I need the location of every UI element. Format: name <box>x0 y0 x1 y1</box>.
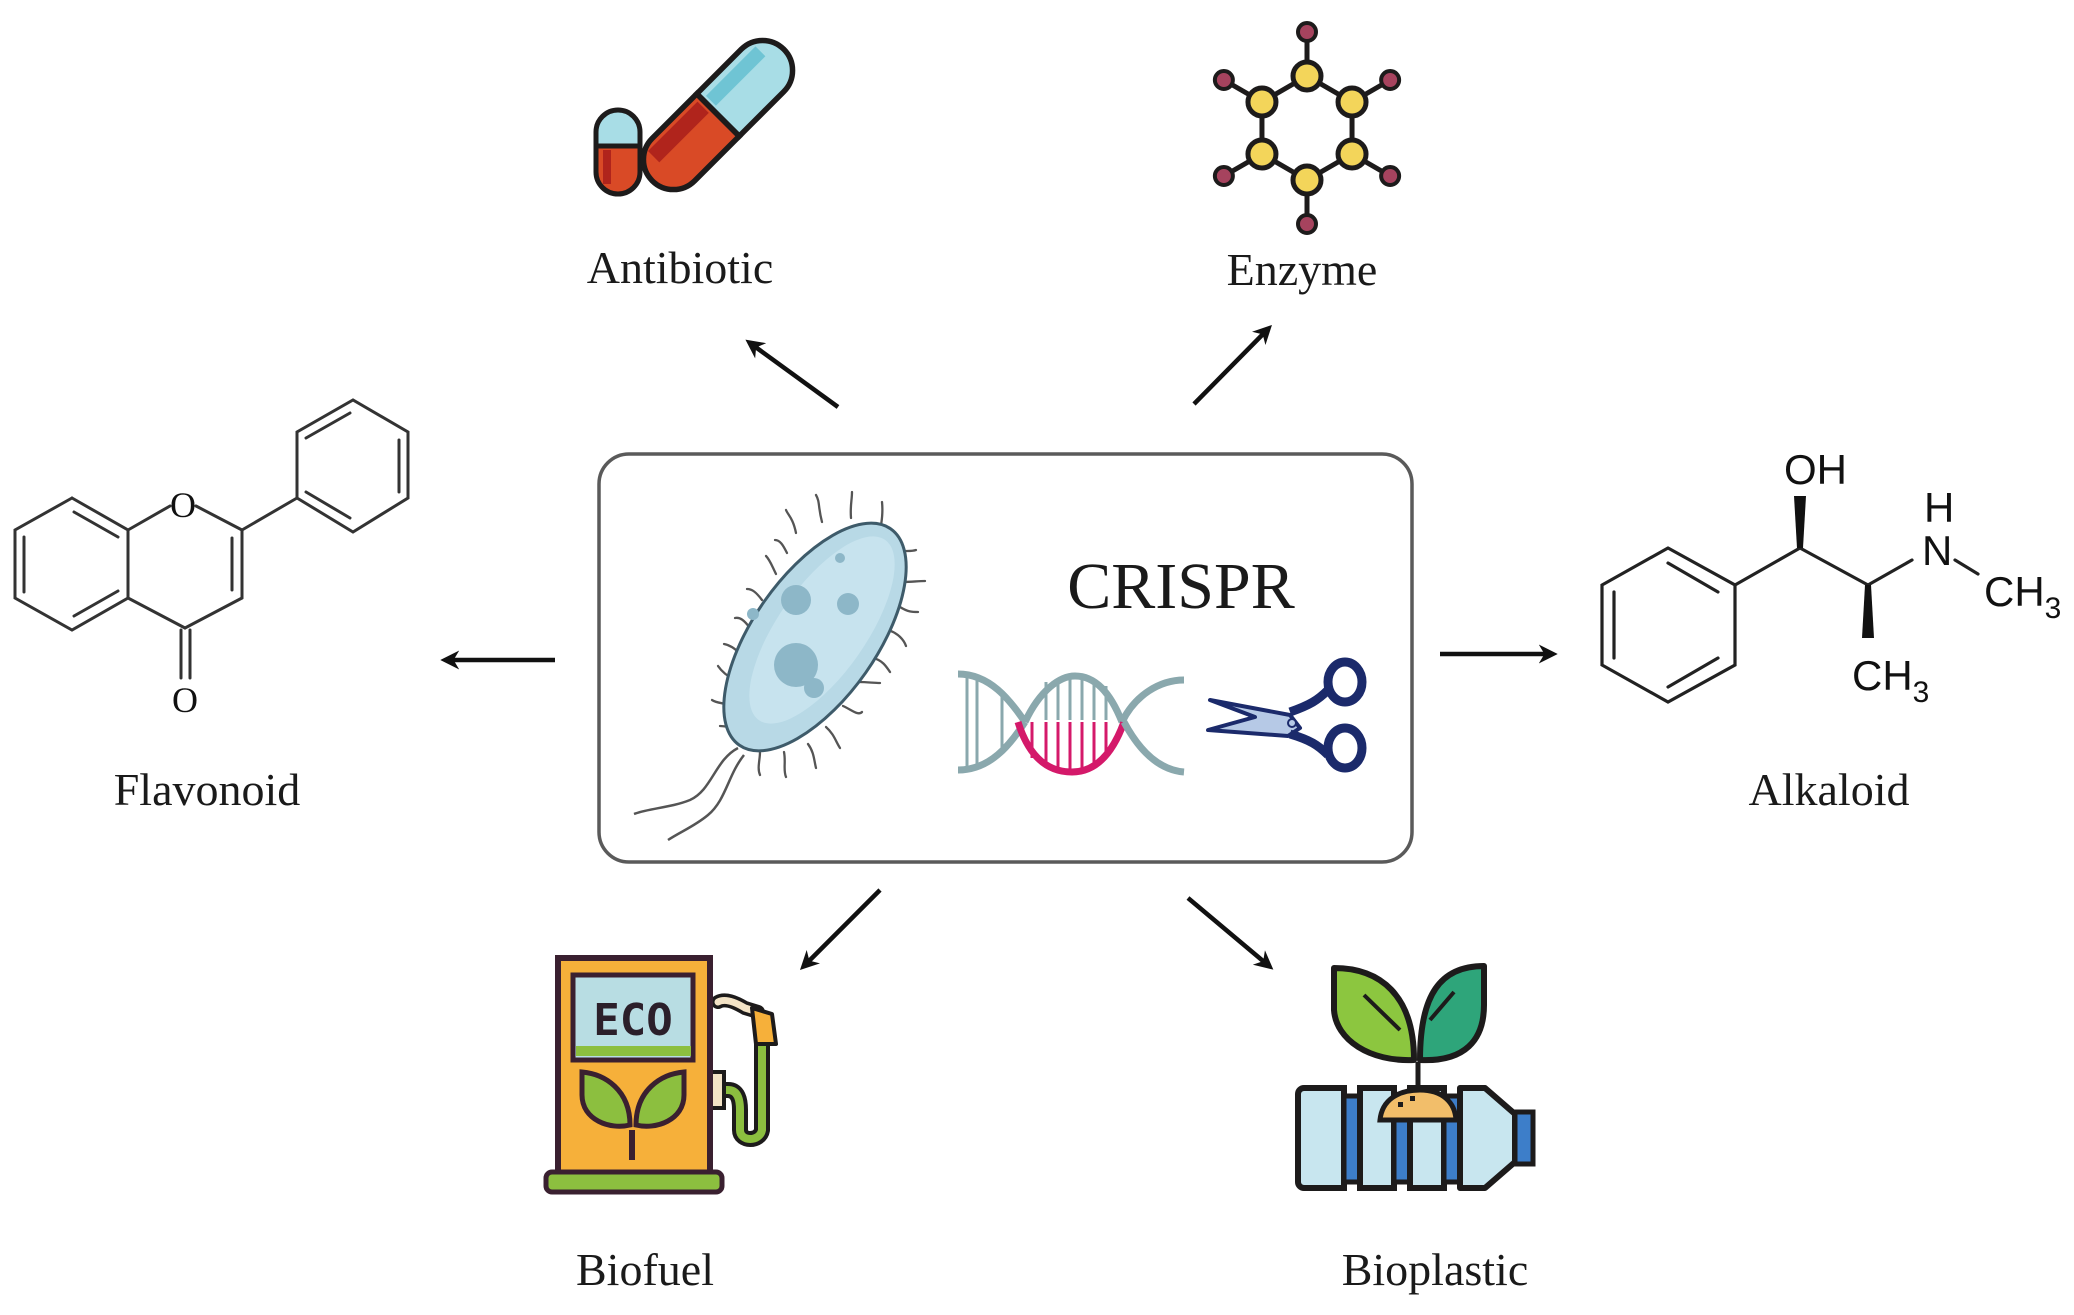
product-flavonoid: O O Flavonoid <box>13 398 410 815</box>
alkaloid-amine-n: N <box>1922 527 1952 574</box>
pump-display-text: ECO <box>593 995 672 1046</box>
eco-fuel-pump-icon: ECO <box>543 955 778 1195</box>
ephedrine-structure: OH H N CH3 CH3 <box>1600 446 2061 709</box>
enzyme-inner-node <box>1245 85 1279 119</box>
alkaloid-amine-h: H <box>1924 484 1954 531</box>
enzyme-inner-node <box>1335 85 1369 119</box>
arrow-to-antibiotic <box>745 339 840 409</box>
product-alkaloid: OH H N CH3 CH3 Alkaloid <box>1600 446 2061 815</box>
enzyme-inner-node <box>1290 163 1324 197</box>
label-biofuel: Biofuel <box>576 1244 714 1295</box>
enzyme-outer-node <box>1379 165 1402 187</box>
molecule-hexagon-icon <box>1212 21 1402 235</box>
enzyme-outer-node <box>1379 69 1402 91</box>
alkaloid-n-methyl: CH3 <box>1984 568 2061 625</box>
arrow-to-bioplastic <box>1186 896 1274 970</box>
scissors-icon <box>1206 657 1367 773</box>
label-flavonoid: Flavonoid <box>114 764 301 815</box>
label-alkaloid: Alkaloid <box>1749 764 1910 815</box>
flavone-structure: O O <box>13 398 410 720</box>
dna-helix-icon <box>957 670 1185 776</box>
capsule-pills-icon <box>593 37 796 197</box>
label-antibiotic: Antibiotic <box>587 242 774 293</box>
arrow-to-enzyme <box>1192 324 1272 406</box>
enzyme-outer-node <box>1296 213 1318 235</box>
enzyme-inner-node <box>1245 137 1279 171</box>
bacterium-icon <box>633 490 927 842</box>
enzyme-outer-node <box>1212 165 1235 187</box>
product-biofuel: ECO Biofuel <box>543 955 778 1295</box>
enzyme-outer-node <box>1212 69 1235 91</box>
product-bioplastic: Bioplastic <box>1295 963 1536 1295</box>
product-enzyme: Enzyme <box>1212 21 1402 295</box>
enzyme-outer-node <box>1296 21 1318 43</box>
flavonoid-carbonyl-oxygen: O <box>172 680 198 720</box>
enzyme-inner-node <box>1290 59 1324 93</box>
product-antibiotic: Antibiotic <box>587 37 796 293</box>
crispr-title: CRISPR <box>1067 550 1294 623</box>
arrows <box>440 324 1558 971</box>
flavonoid-ring-oxygen: O <box>170 485 196 525</box>
enzyme-inner-node <box>1335 137 1369 171</box>
label-bioplastic: Bioplastic <box>1342 1244 1529 1295</box>
plant-bottle-icon <box>1295 963 1536 1191</box>
alkaloid-c-methyl: CH3 <box>1852 652 1929 709</box>
arrow-to-biofuel <box>799 888 882 971</box>
label-enzyme: Enzyme <box>1227 244 1378 295</box>
alkaloid-hydroxyl: OH <box>1784 446 1847 493</box>
